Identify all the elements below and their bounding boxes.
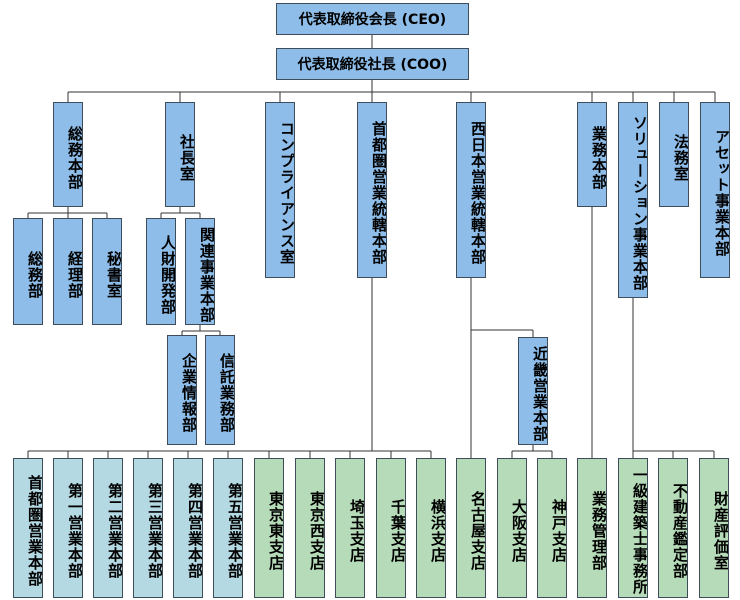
node-west-sales-hq: 西日本営業統轄本部 [456,102,486,278]
node-general-affairs: 総務部 [13,218,43,325]
node-solutions-hq: ソリューション事業本部 [618,102,648,298]
node-sales-1: 第一営業本部 [53,458,83,598]
node-coo: 代表取締役社長 (COO) [276,48,469,80]
node-president-office: 社長室 [165,102,195,207]
node-general-affairs-hq: 総務本部 [53,102,83,207]
node-capital-sales: 首都圏営業本部 [13,458,43,598]
node-architect-office: 一級建築士事務所 [618,458,648,598]
node-kinki-sales-hq: 近畿営業本部 [518,337,548,445]
node-chiba: 千葉支店 [376,458,406,598]
node-accounting: 経理部 [53,218,83,325]
node-affiliates-hq: 関連事業本部 [185,218,215,325]
node-secretary: 秘書室 [92,218,122,325]
node-hr-development: 人財開発部 [146,218,176,325]
node-sales-4: 第四営業本部 [173,458,203,598]
node-sales-2: 第二営業本部 [93,458,123,598]
node-business-affairs-hq: 業務本部 [577,102,607,207]
node-compliance: コンプライアンス室 [265,102,295,278]
node-trust-business: 信託業務部 [205,335,235,445]
node-tokyo-west: 東京西支店 [295,458,325,598]
node-saitama: 埼玉支店 [335,458,365,598]
node-asset-hq: アセット事業本部 [700,102,730,278]
node-sales-5: 第五営業本部 [213,458,243,598]
node-sales-3: 第三営業本部 [133,458,163,598]
node-nagoya: 名古屋支店 [456,458,486,598]
node-kobe: 神戸支店 [537,458,567,598]
node-real-estate-appraisal: 不動産鑑定部 [658,458,688,598]
node-capital-sales-hq: 首都圏営業統轄本部 [357,102,387,278]
node-business-admin: 業務管理部 [577,458,607,598]
node-ceo: 代表取締役会長 (CEO) [276,3,469,35]
node-corporate-info: 企業情報部 [167,335,197,445]
node-asset-valuation: 財産評価室 [699,458,729,598]
node-osaka: 大阪支店 [497,458,527,598]
node-tokyo-east: 東京東支店 [254,458,284,598]
node-yokohama: 横浜支店 [416,458,446,598]
node-legal: 法務室 [659,102,689,207]
